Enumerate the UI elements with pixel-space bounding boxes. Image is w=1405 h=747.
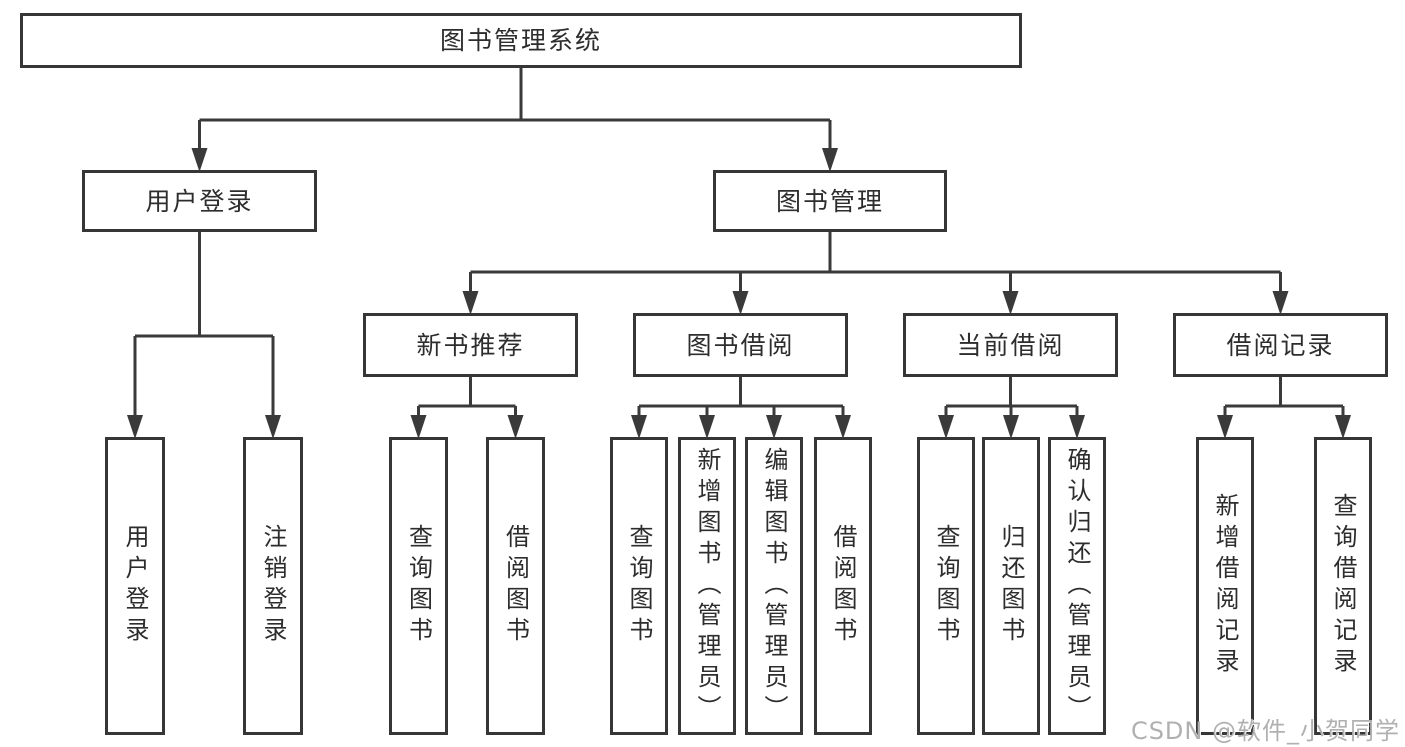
arrowhead-icon	[822, 148, 838, 172]
node-leaf-bb-add: 新增图书（管理员）	[678, 437, 736, 735]
node-leaf-br-add: 新增借阅记录	[1196, 437, 1254, 735]
node-leaf-cb-return: 归还图书	[982, 437, 1040, 735]
node-leaf-br-query: 查询借阅记录	[1314, 437, 1372, 735]
node-label: 查询借阅记录	[1329, 493, 1357, 679]
arrowhead-icon	[410, 415, 427, 439]
arrowhead-icon	[462, 291, 479, 315]
node-leaf-bb-query: 查询图书	[610, 437, 668, 735]
node-leaf-bb-edit: 编辑图书（管理员）	[745, 437, 803, 735]
node-leaf-bb-borrow: 借阅图书	[814, 437, 872, 735]
arrowhead-icon	[732, 291, 749, 315]
arrowhead-icon	[766, 415, 782, 439]
arrowhead-icon	[127, 415, 143, 439]
node-label: 注销登录	[259, 524, 287, 648]
node-current-borrow: 当前借阅	[903, 313, 1118, 377]
connector-lines	[133, 68, 1345, 421]
node-leaf-user-login: 用户登录	[105, 437, 165, 735]
node-new-book-rec: 新书推荐	[363, 313, 578, 377]
node-label: 查询图书	[404, 524, 433, 648]
node-label: 归还图书	[997, 524, 1025, 648]
arrowhead-icon	[1003, 415, 1019, 439]
node-label: 查询图书	[932, 524, 960, 648]
node-borrow-records: 借阅记录	[1173, 313, 1388, 377]
node-label: 借阅图书	[829, 524, 857, 648]
node-label: 图书管理	[775, 186, 884, 216]
node-label: 借阅图书	[501, 524, 530, 648]
node-label: 借阅记录	[1226, 330, 1335, 360]
node-label: 用户登录	[121, 524, 149, 648]
node-leaf-cb-confirm: 确认归还（管理员）	[1048, 437, 1106, 735]
arrowhead-icon	[1272, 291, 1289, 315]
arrowhead-icon	[507, 415, 524, 439]
node-root: 图书管理系统	[20, 13, 1022, 68]
node-user-login: 用户登录	[82, 170, 317, 232]
node-label: 新书推荐	[416, 330, 525, 360]
arrowhead-icon	[1335, 415, 1351, 439]
arrowhead-icon	[265, 415, 281, 439]
arrowhead-icon	[191, 148, 208, 172]
node-book-borrow: 图书借阅	[633, 313, 848, 377]
node-label: 当前借阅	[956, 330, 1065, 360]
node-leaf-cb-query: 查询图书	[917, 437, 975, 735]
node-book-mgmt: 图书管理	[713, 170, 947, 232]
node-leaf-nb-borrow: 借阅图书	[486, 437, 545, 735]
arrowhead-icon	[938, 415, 954, 439]
arrowhead-icon	[1217, 415, 1233, 439]
node-label: 新增图书（管理员）	[693, 446, 721, 726]
node-leaf-logout: 注销登录	[243, 437, 303, 735]
node-label: 用户登录	[145, 186, 254, 216]
arrowhead-icon	[699, 415, 715, 439]
arrowhead-icon	[1069, 415, 1085, 439]
arrowhead-icon	[631, 415, 647, 439]
node-label: 查询图书	[625, 524, 653, 648]
node-label: 新增借阅记录	[1211, 493, 1239, 679]
node-leaf-nb-query: 查询图书	[389, 437, 448, 735]
node-label: 图书借阅	[686, 330, 795, 360]
node-label: 确认归还（管理员）	[1063, 446, 1091, 726]
arrowhead-icon	[835, 415, 851, 439]
node-label: 编辑图书（管理员）	[760, 446, 788, 726]
arrowhead-icon	[1002, 291, 1019, 315]
node-label: 图书管理系统	[439, 26, 602, 55]
